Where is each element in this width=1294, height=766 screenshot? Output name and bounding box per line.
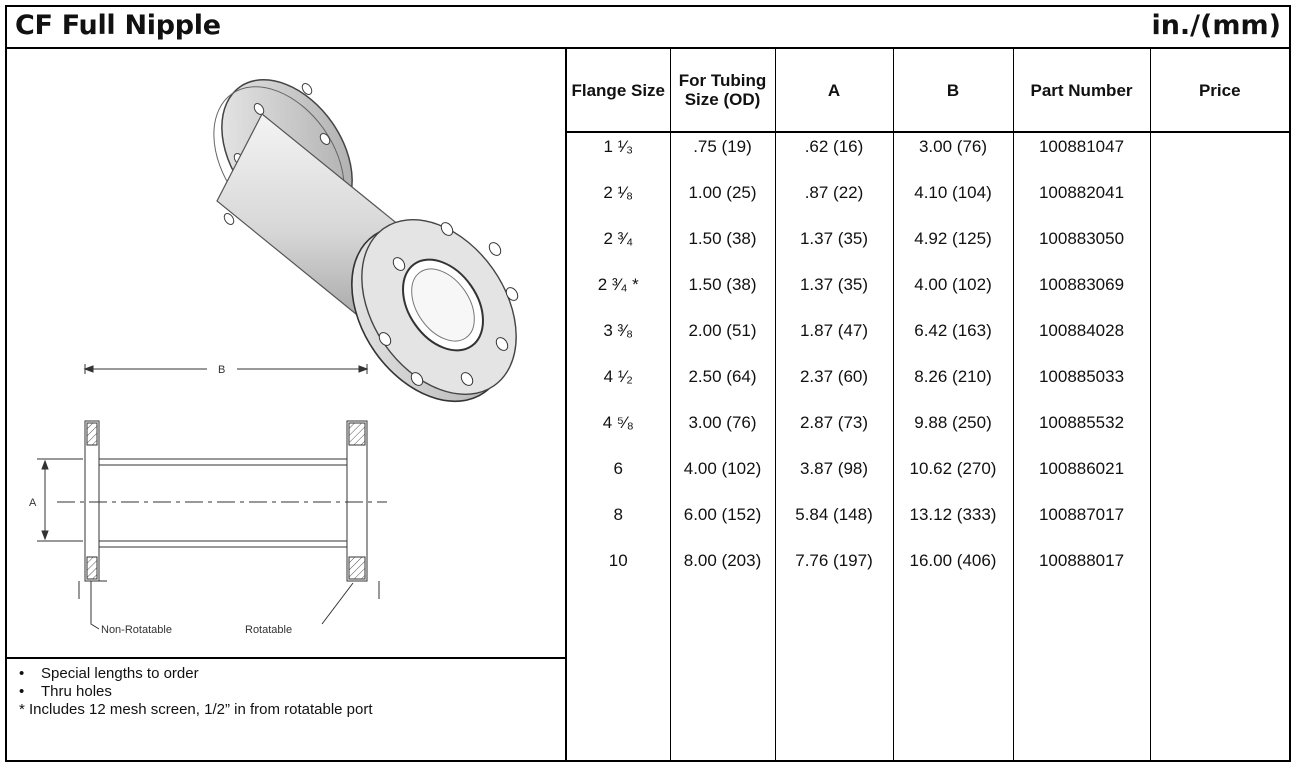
- nipple-illustration: B A Non-Rotatable Rotatable: [29, 79, 519, 636]
- cell-a: 7.76 (197): [775, 547, 894, 593]
- title-bar: CF Full Nipple in./(mm): [7, 7, 1289, 49]
- cell-flange: 6: [567, 455, 671, 501]
- cell-price: [1150, 271, 1289, 317]
- cell-flange: 2 ¹⁄₈: [567, 179, 671, 225]
- note-item: •Thru holes: [19, 683, 112, 700]
- cell-tubing: 1.50 (38): [670, 225, 776, 271]
- header-a: A: [775, 49, 894, 133]
- table-filler-row: [567, 593, 1289, 760]
- cell-a: .87 (22): [775, 179, 894, 225]
- catalog-panel: CF Full Nipple in./(mm): [5, 5, 1291, 762]
- cell-price: [1150, 547, 1289, 593]
- cell-tubing: 4.00 (102): [670, 455, 776, 501]
- cell-price: [1150, 455, 1289, 501]
- header-tubing-size: For Tubing Size (OD): [670, 49, 776, 133]
- cell-a: 3.87 (98): [775, 455, 894, 501]
- note-text: Special lengths to order: [41, 665, 199, 682]
- header-part-number: Part Number: [1013, 49, 1151, 133]
- cell-tubing: 6.00 (152): [670, 501, 776, 547]
- cell-tubing: 2.00 (51): [670, 317, 776, 363]
- non-rotatable-label: Non-Rotatable: [101, 624, 172, 636]
- cell-part-number: 100888017: [1013, 547, 1151, 593]
- cell-tubing: 2.50 (64): [670, 363, 776, 409]
- cell-b: 16.00 (406): [893, 547, 1014, 593]
- cell-price: [1150, 501, 1289, 547]
- cell-price: [1150, 409, 1289, 455]
- rotatable-label: Rotatable: [245, 624, 292, 636]
- cell-tubing: 3.00 (76): [670, 409, 776, 455]
- specs-table: Flange Size For Tubing Size (OD) A B Par…: [567, 49, 1289, 760]
- cell-tubing: 1.00 (25): [670, 179, 776, 225]
- cell-part-number: 100883050: [1013, 225, 1151, 271]
- cell-price: [1150, 317, 1289, 363]
- cell-part-number: 100887017: [1013, 501, 1151, 547]
- cell-b: 3.00 (76): [893, 132, 1014, 179]
- cell-part-number: 100885033: [1013, 363, 1151, 409]
- cell-b: 4.00 (102): [893, 271, 1014, 317]
- cell-b: 6.42 (163): [893, 317, 1014, 363]
- table-header-row: Flange Size For Tubing Size (OD) A B Par…: [567, 49, 1289, 133]
- cell-a: 2.37 (60): [775, 363, 894, 409]
- cell-tubing: 1.50 (38): [670, 271, 776, 317]
- cell-flange: 3 ³⁄₈: [567, 317, 671, 363]
- cell-part-number: 100882041: [1013, 179, 1151, 225]
- isometric-view: [213, 79, 519, 403]
- cell-a: 5.84 (148): [775, 501, 894, 547]
- cell-a: 1.37 (35): [775, 271, 894, 317]
- cell-b: 4.92 (125): [893, 225, 1014, 271]
- cell-flange: 10: [567, 547, 671, 593]
- page-title: CF Full Nipple: [15, 10, 221, 41]
- note-item: •Special lengths to order: [19, 665, 199, 682]
- footnote: * Includes 12 mesh screen, 1/2” in from …: [19, 701, 373, 718]
- header-price: Price: [1150, 49, 1289, 133]
- units-label: in./(mm): [1151, 10, 1281, 41]
- cell-a: 2.87 (73): [775, 409, 894, 455]
- cell-part-number: 100881047: [1013, 132, 1151, 179]
- product-drawing: B A Non-Rotatable Rotatable: [7, 49, 565, 657]
- cell-part-number: 100884028: [1013, 317, 1151, 363]
- table-row: 2 ³⁄₄ *1.50 (38)1.37 (35)4.00 (102)10088…: [567, 271, 1289, 317]
- cell-price: [1150, 132, 1289, 179]
- cell-tubing: .75 (19): [670, 132, 776, 179]
- product-figure-panel: B A Non-Rotatable Rotatable •Special len…: [7, 49, 567, 760]
- cell-b: 4.10 (104): [893, 179, 1014, 225]
- cell-flange: 8: [567, 501, 671, 547]
- cell-part-number: 100886021: [1013, 455, 1151, 501]
- cell-flange: 4 ⁵⁄₈: [567, 409, 671, 455]
- specs-table-wrap: Flange Size For Tubing Size (OD) A B Par…: [567, 49, 1289, 760]
- cell-tubing: 8.00 (203): [670, 547, 776, 593]
- cell-part-number: 100885532: [1013, 409, 1151, 455]
- cell-part-number: 100883069: [1013, 271, 1151, 317]
- header-flange-size: Flange Size: [567, 49, 671, 133]
- header-b: B: [893, 49, 1014, 133]
- note-text: Thru holes: [41, 683, 112, 700]
- cell-a: .62 (16): [775, 132, 894, 179]
- cell-b: 8.26 (210): [893, 363, 1014, 409]
- cell-price: [1150, 179, 1289, 225]
- dimension-b-label: B: [218, 364, 225, 376]
- section-view: [37, 364, 387, 630]
- dimension-a-label: A: [29, 497, 37, 509]
- cell-flange: 4 ¹⁄₂: [567, 363, 671, 409]
- notes-box: •Special lengths to order •Thru holes * …: [7, 657, 565, 760]
- cell-a: 1.87 (47): [775, 317, 894, 363]
- cell-price: [1150, 363, 1289, 409]
- cell-b: 13.12 (333): [893, 501, 1014, 547]
- cell-flange: 1 ¹⁄₃: [567, 132, 671, 179]
- table-row: 1 ¹⁄₃.75 (19).62 (16)3.00 (76)100881047: [567, 132, 1289, 179]
- cell-flange: 2 ³⁄₄ *: [567, 271, 671, 317]
- cell-b: 10.62 (270): [893, 455, 1014, 501]
- cell-b: 9.88 (250): [893, 409, 1014, 455]
- cell-a: 1.37 (35): [775, 225, 894, 271]
- cell-flange: 2 ³⁄₄: [567, 225, 671, 271]
- cell-price: [1150, 225, 1289, 271]
